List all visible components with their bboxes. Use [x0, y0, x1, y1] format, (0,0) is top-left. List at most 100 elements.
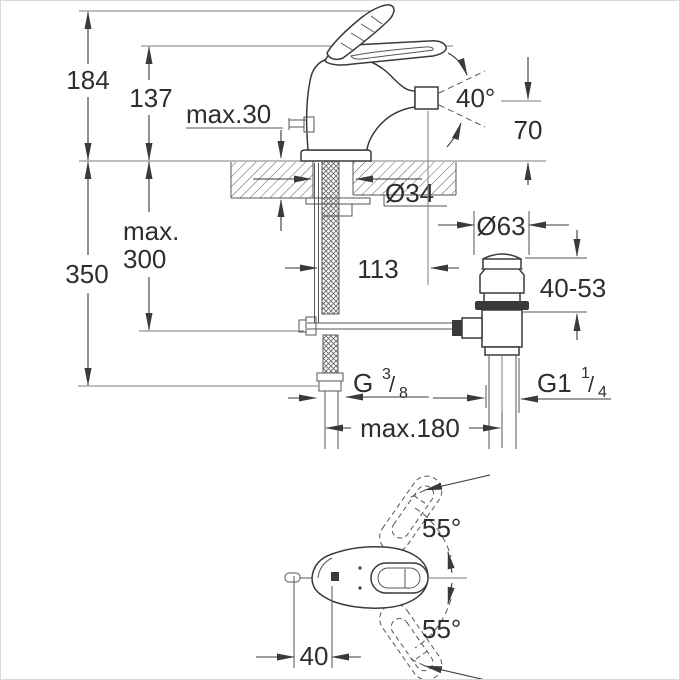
spray-arc-arrow-lower — [446, 122, 462, 148]
dimension-center-distance: max.180 — [325, 411, 503, 448]
thread-label-g114-numerator: 1 — [581, 365, 590, 382]
waste-flange-seal — [475, 301, 529, 310]
knob-rod — [288, 118, 306, 130]
dim-label-137: 137 — [129, 83, 172, 113]
swing-tail-connectors — [406, 489, 426, 667]
waste-inlet-knob — [452, 320, 462, 336]
dimension-spray-angle: 40° — [438, 52, 495, 148]
cartridge-mark — [331, 572, 339, 581]
lever-open — [326, 4, 395, 61]
pop-up-knob — [288, 116, 315, 133]
dim-label-4053: 40-53 — [540, 273, 607, 303]
tailpipe-collar — [484, 346, 520, 356]
dim-label-40: 40 — [300, 641, 329, 671]
supply-pipe — [324, 391, 339, 449]
thread-label-g114-denominator: 4 — [598, 384, 607, 401]
handle-down-cap-line — [412, 650, 428, 662]
dimension-waste-thread: G1 1 / 4 — [433, 358, 611, 413]
faucet-body — [288, 4, 447, 162]
swing-arrow-center-down — [447, 582, 455, 605]
dimension-projection: 113 — [285, 111, 459, 285]
swing-arc-upper — [414, 507, 452, 558]
dim-label-70: 70 — [514, 115, 543, 145]
dim-label-max30: max.30 — [186, 99, 271, 129]
thread-label-g114-slash: / — [588, 372, 595, 397]
handle-up-inner-outline — [391, 485, 435, 539]
handle-ring-inner — [377, 567, 421, 589]
dim-label-55-down: 55° — [422, 614, 461, 644]
waste-inlet — [461, 317, 483, 339]
dim-label-dia63: Ø63 — [476, 211, 525, 241]
dim-label-max: max. — [123, 216, 179, 246]
body-outline — [305, 56, 416, 151]
dim-label-55-up: 55° — [422, 513, 461, 543]
lever-open-hatching — [340, 15, 383, 52]
dim-label-350: 350 — [65, 259, 108, 289]
dimension-hole-diameter: Ø34 — [253, 175, 447, 208]
waste-neck — [479, 268, 525, 302]
swing-arrow-upper-end — [424, 474, 491, 491]
supply-hose-shank — [314, 160, 344, 449]
dim-63-extensions — [473, 211, 530, 255]
dim-label-max180: max.180 — [360, 413, 460, 443]
swing-arrow-lower-end — [424, 665, 484, 679]
dim-label-184: 184 — [66, 65, 109, 95]
deck-hatch-left — [231, 162, 313, 198]
pop-up-knob-plan — [284, 572, 301, 583]
thread-label-g114-base: G1 — [537, 368, 572, 398]
lever-slot — [350, 46, 434, 60]
screw-dot-bottom — [358, 586, 362, 590]
dim-label-300: 300 — [123, 244, 166, 274]
dim-label-40deg: 40° — [456, 83, 495, 113]
spray-line-lower — [438, 104, 486, 128]
dimension-height-total: 184 — [66, 11, 110, 161]
dimension-rod-offset: 40 — [256, 576, 361, 671]
dim-label-113: 113 — [357, 254, 398, 284]
pop-up-linkage — [298, 316, 453, 336]
linkage-joint — [298, 316, 317, 336]
threaded-hose-upper — [321, 160, 340, 315]
hose-nut — [316, 372, 344, 392]
base-escutcheon — [300, 149, 372, 162]
linkage-rod — [307, 322, 453, 330]
dimension-height-to-lever: 137 — [129, 46, 173, 161]
knob-block — [303, 116, 315, 133]
dimension-waste-flange-diameter: Ø63 — [438, 211, 569, 255]
waste-cap-dome — [482, 253, 522, 260]
top-view: 55° 55° 40 — [256, 474, 491, 679]
lever-open-outline — [326, 4, 395, 61]
handle-down-inner-outline — [390, 618, 434, 672]
waste-assembly — [452, 253, 529, 449]
pop-up-rod-vertical — [314, 163, 319, 323]
dim-4053-references — [523, 257, 587, 313]
dim-34-underline — [383, 195, 447, 207]
body-plan-inner-line — [317, 557, 333, 579]
dimension-handle-swing: 55° 55° — [406, 474, 491, 679]
swing-arrow-center-up — [447, 551, 455, 574]
top-view-body — [284, 546, 429, 609]
thread-label-g38-base: G — [353, 368, 373, 398]
dimension-supply-thread: G 3 / 8 — [288, 366, 429, 402]
dimension-total-below-deck: 350 — [65, 161, 109, 386]
thread-label-g38-numerator: 3 — [382, 366, 391, 383]
flex-hose-lower — [322, 334, 339, 374]
spray-line-upper — [438, 70, 486, 94]
side-view: 184 137 350 max. 300 max.30 — [65, 4, 611, 449]
aerator — [414, 86, 439, 110]
dimension-deck-thickness: max.30 — [186, 99, 285, 231]
tailpipe — [488, 355, 517, 449]
dimension-hose-depth-max: max. 300 — [123, 161, 179, 331]
deck-edges — [230, 161, 457, 199]
dimension-waste-height-range: 40-53 — [523, 230, 606, 340]
waste-body — [481, 309, 523, 348]
screw-dot-top — [358, 566, 362, 570]
thread-label-g38-slash: / — [389, 372, 396, 397]
spray-arc-arrow-upper — [447, 52, 468, 76]
dim-label-dia34: Ø34 — [385, 178, 434, 208]
handle-up-cap-line — [413, 495, 429, 506]
waste-cap — [482, 258, 522, 270]
dim-g114-extensions — [485, 358, 520, 413]
dimension-outlet-to-deck: 70 — [501, 57, 542, 185]
